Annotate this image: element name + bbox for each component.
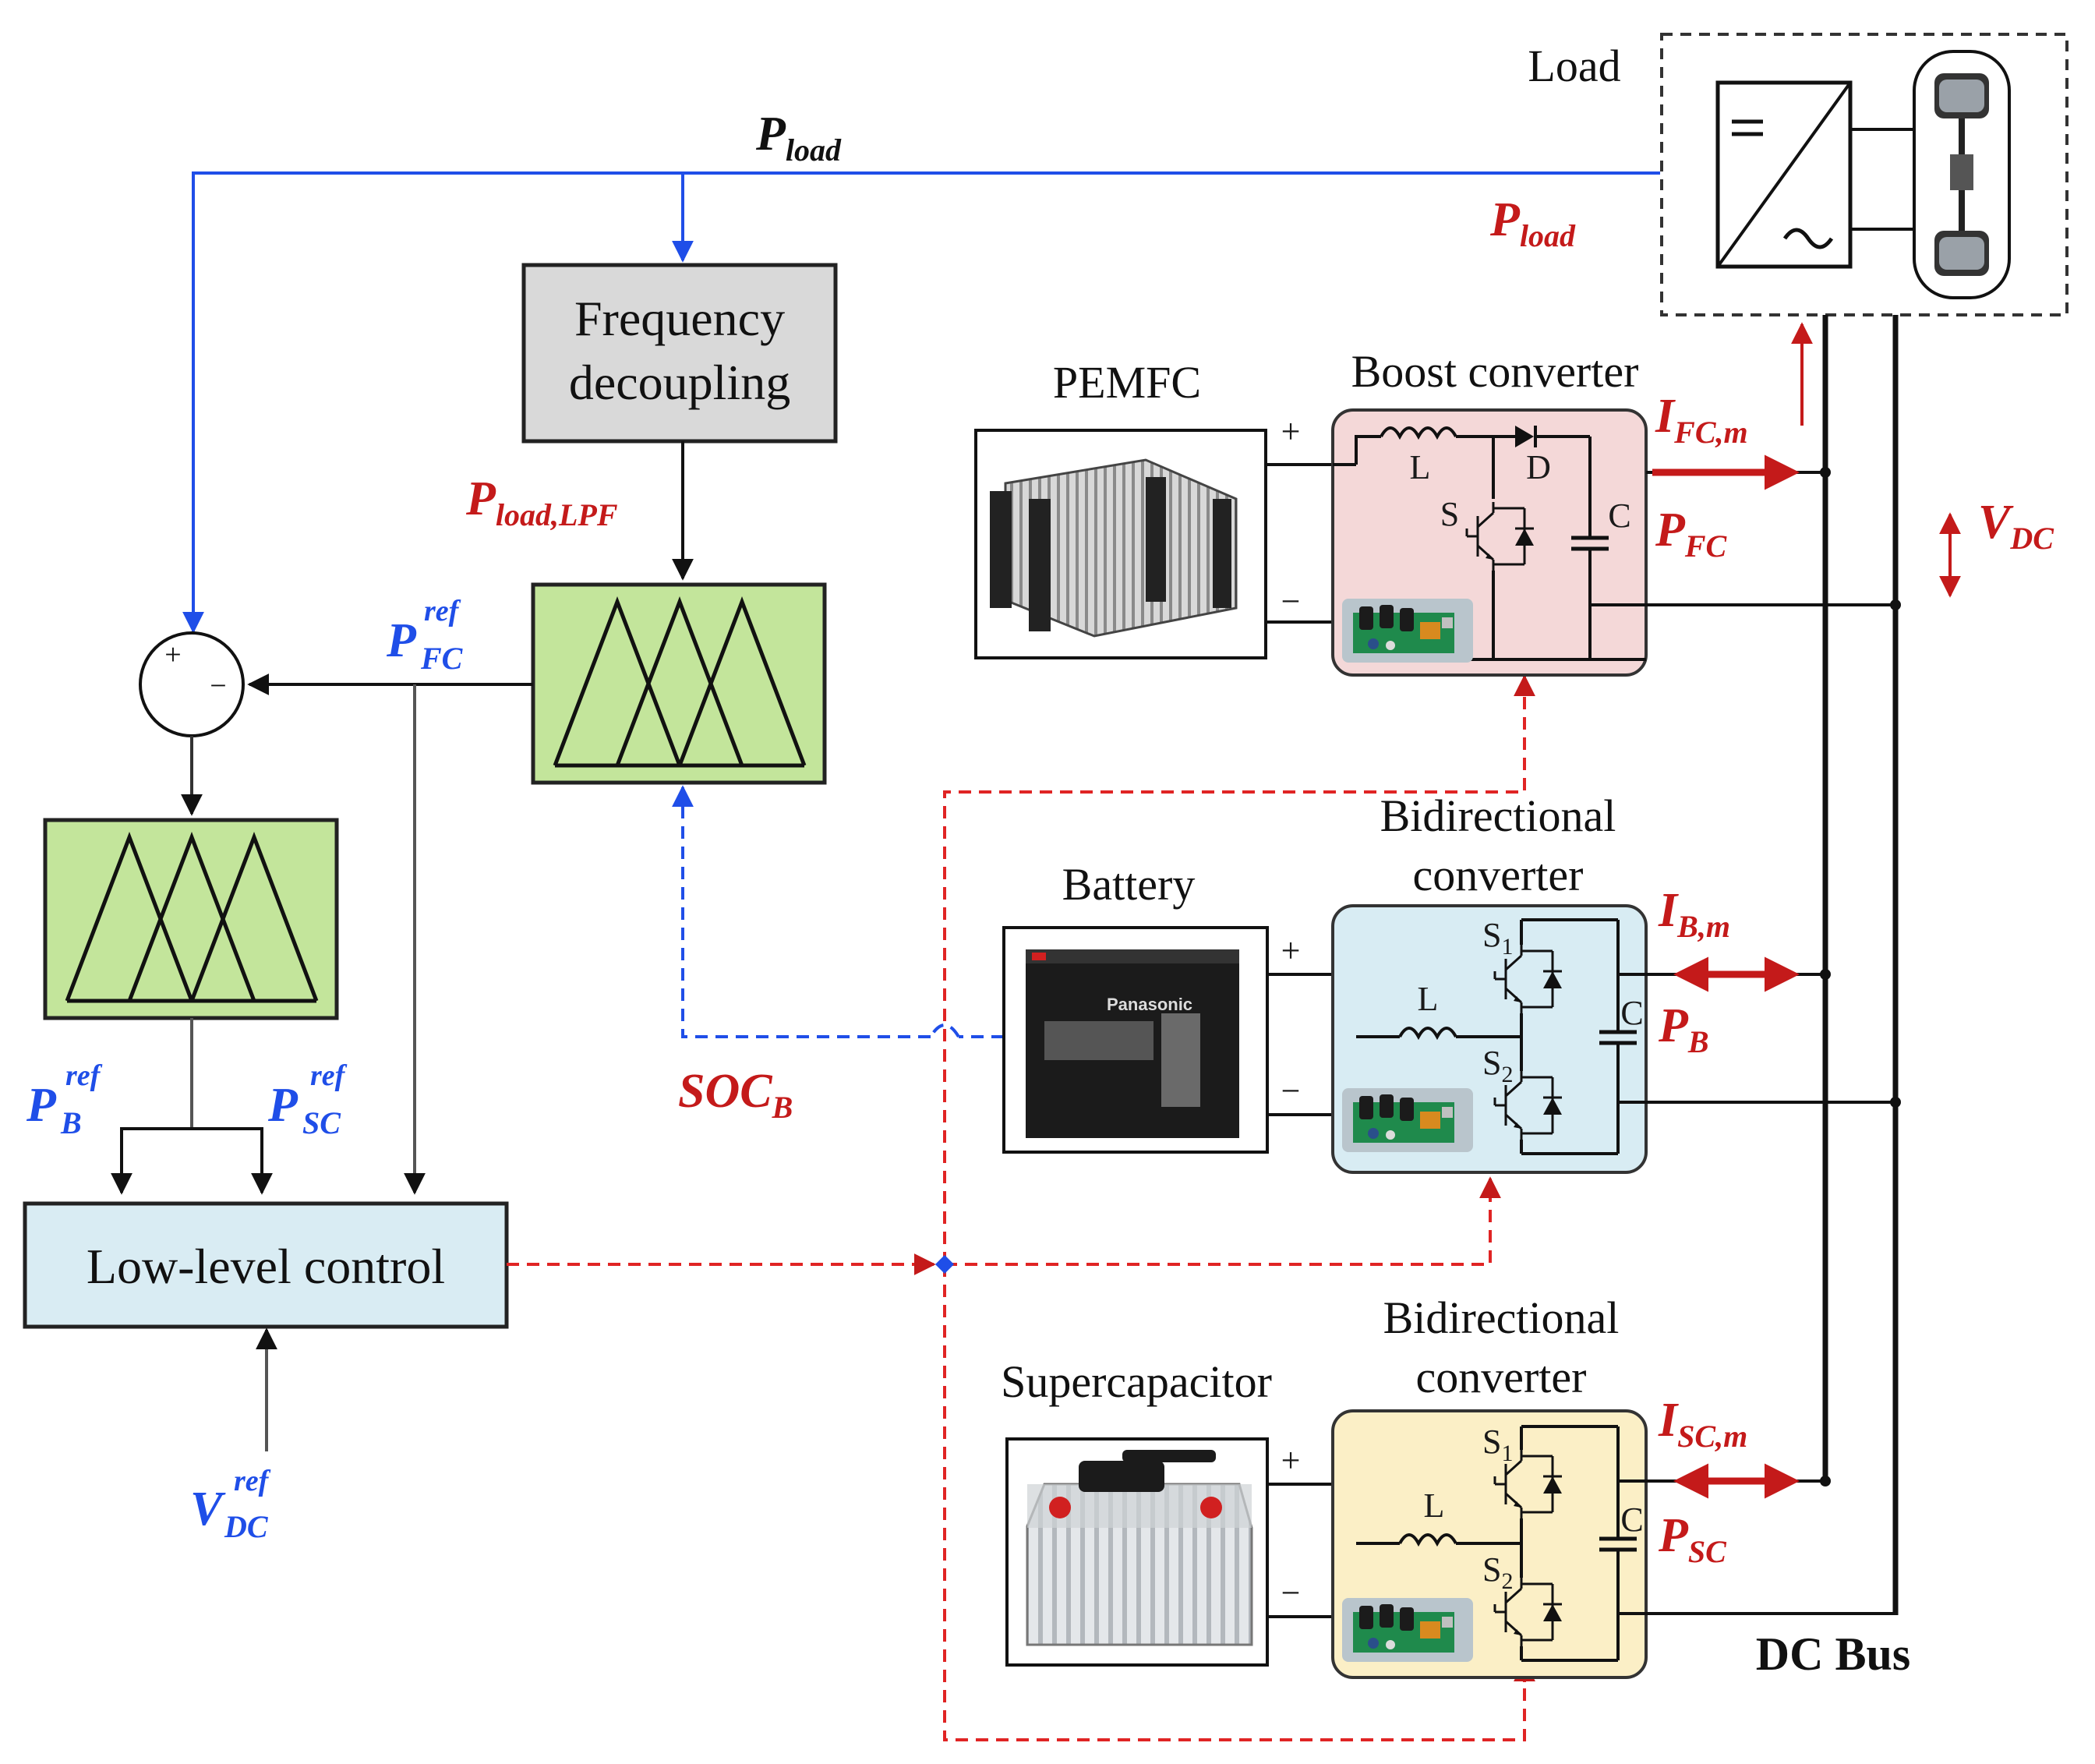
inverter-icon bbox=[1715, 80, 1853, 269]
svg-text:SC: SC bbox=[302, 1105, 341, 1140]
pemfc-minus: − bbox=[1281, 582, 1301, 620]
bidir-converter-sc bbox=[1331, 1409, 1648, 1679]
sc-minus: − bbox=[1281, 1574, 1301, 1612]
frequency-decoupling-block: Frequency decoupling bbox=[521, 263, 838, 444]
bidir-converter-battery bbox=[1331, 904, 1648, 1174]
svg-text:FC: FC bbox=[420, 641, 464, 676]
battery-image: Panasonic bbox=[1002, 926, 1269, 1154]
dc-bus bbox=[1822, 315, 1899, 1615]
bidir-battery-title1: Bidirectional bbox=[1380, 790, 1616, 841]
svg-text:ref: ref bbox=[65, 1059, 103, 1092]
summing-junction: + − bbox=[139, 631, 245, 737]
supercapacitor-image bbox=[1005, 1437, 1269, 1667]
low-level-control-block: Low-level control bbox=[23, 1201, 509, 1329]
pemfc-image bbox=[974, 429, 1267, 659]
i-sc-m-label: ISC,m bbox=[1658, 1394, 1747, 1454]
svg-text:ref: ref bbox=[424, 595, 461, 627]
fuzzy-controller-fc bbox=[531, 582, 827, 785]
battery-plus: + bbox=[1281, 931, 1301, 970]
svg-text:B: B bbox=[60, 1105, 82, 1140]
bus-node-b-pos bbox=[1820, 969, 1831, 980]
bidir-sc-title1: Bidirectional bbox=[1383, 1292, 1620, 1343]
soc-feedback-line bbox=[681, 800, 1004, 1038]
p-sc-label: PSC bbox=[1658, 1509, 1727, 1569]
drivetrain-icon bbox=[1913, 50, 2011, 299]
bidir-sc-title2: converter bbox=[1416, 1352, 1587, 1402]
sum-plus: + bbox=[164, 638, 181, 671]
pemfc-terminals bbox=[1266, 463, 1333, 624]
bidir-sc-S2: S2 bbox=[1482, 1550, 1513, 1594]
svg-text:P: P bbox=[267, 1079, 299, 1132]
battery-label: Battery bbox=[1062, 859, 1196, 910]
p-load-feedback-line bbox=[182, 171, 1660, 634]
boost-S: S bbox=[1440, 495, 1459, 533]
v-dc-indicator: VDC bbox=[1939, 496, 2054, 598]
svg-text:V: V bbox=[190, 1483, 226, 1536]
sc-terminals bbox=[1267, 1483, 1333, 1618]
frequency-decoupling-line1: Frequency bbox=[574, 291, 785, 346]
boost-D: D bbox=[1526, 448, 1551, 486]
sum-minus: − bbox=[210, 670, 226, 702]
svg-text:ref: ref bbox=[310, 1059, 348, 1092]
bus-node-b-neg bbox=[1890, 1097, 1901, 1108]
load-box: Load bbox=[1528, 33, 2069, 316]
pemfc-label: PEMFC bbox=[1053, 357, 1201, 408]
p-load-right-label: Pload bbox=[1489, 193, 1576, 253]
supercapacitor-label: Supercapacitor bbox=[1001, 1356, 1272, 1407]
boost-C: C bbox=[1608, 497, 1630, 535]
bidir-battery-C: C bbox=[1620, 994, 1643, 1032]
p-load-lpf-label: Pload,LPF bbox=[465, 472, 618, 532]
p-sc-ref-label: P SC ref bbox=[267, 1059, 348, 1140]
bidir-battery-labels: L S1 S2 C bbox=[1418, 916, 1644, 1087]
bidir-sc-C: C bbox=[1620, 1501, 1643, 1539]
boost-converter bbox=[1331, 408, 1648, 677]
svg-text:DC: DC bbox=[224, 1509, 269, 1544]
boost-converter-title: Boost converter bbox=[1351, 346, 1639, 397]
frequency-decoupling-line2: decoupling bbox=[569, 355, 790, 410]
gate-signal-lines bbox=[507, 683, 1526, 1741]
bidir-sc-S1: S1 bbox=[1482, 1423, 1513, 1466]
battery-brand: Panasonic bbox=[1107, 995, 1192, 1014]
bus-node-sc-pos bbox=[1820, 1476, 1831, 1486]
bidir-sc-labels: L S1 S2 C bbox=[1424, 1423, 1644, 1594]
svg-text:P: P bbox=[26, 1079, 57, 1132]
svg-text:P: P bbox=[386, 614, 417, 667]
p-fc-label: PFC bbox=[1655, 504, 1728, 564]
svg-text:ref: ref bbox=[234, 1465, 271, 1497]
p-load-top-label: Pload bbox=[755, 108, 842, 168]
v-dc-ref-label: V DC ref bbox=[190, 1465, 271, 1544]
battery-terminals bbox=[1267, 973, 1333, 1116]
i-b-m-label: IB,m bbox=[1658, 884, 1730, 944]
i-fc-m-label: IFC,m bbox=[1655, 390, 1748, 450]
bidir-battery-L: L bbox=[1418, 980, 1439, 1018]
bidir-sc-L: L bbox=[1424, 1486, 1445, 1525]
p-b-ref-label: P B ref bbox=[26, 1059, 103, 1140]
battery-minus: − bbox=[1281, 1072, 1301, 1110]
fuzzy-controller-split bbox=[43, 818, 339, 1020]
boost-L: L bbox=[1410, 448, 1431, 486]
low-level-control-label: Low-level control bbox=[87, 1239, 445, 1294]
p-fc-ref-label: P FC ref bbox=[386, 595, 464, 676]
p-b-label: PB bbox=[1658, 999, 1709, 1059]
bus-node-fc-pos bbox=[1820, 467, 1831, 478]
sc-plus: + bbox=[1281, 1441, 1301, 1479]
load-label: Load bbox=[1528, 41, 1620, 91]
dc-bus-label: DC Bus bbox=[1756, 1628, 1910, 1680]
pemfc-plus: + bbox=[1281, 412, 1301, 451]
split-lines bbox=[111, 1018, 273, 1195]
bus-node-fc-neg bbox=[1890, 599, 1901, 610]
bidir-battery-S1: S1 bbox=[1482, 916, 1513, 960]
junction-diamond bbox=[935, 1255, 954, 1274]
svg-text:VDC: VDC bbox=[1978, 496, 2054, 556]
bidir-battery-title2: converter bbox=[1413, 850, 1584, 900]
soc-b-label: SOCB bbox=[678, 1065, 793, 1125]
bidir-battery-S2: S2 bbox=[1482, 1044, 1513, 1087]
